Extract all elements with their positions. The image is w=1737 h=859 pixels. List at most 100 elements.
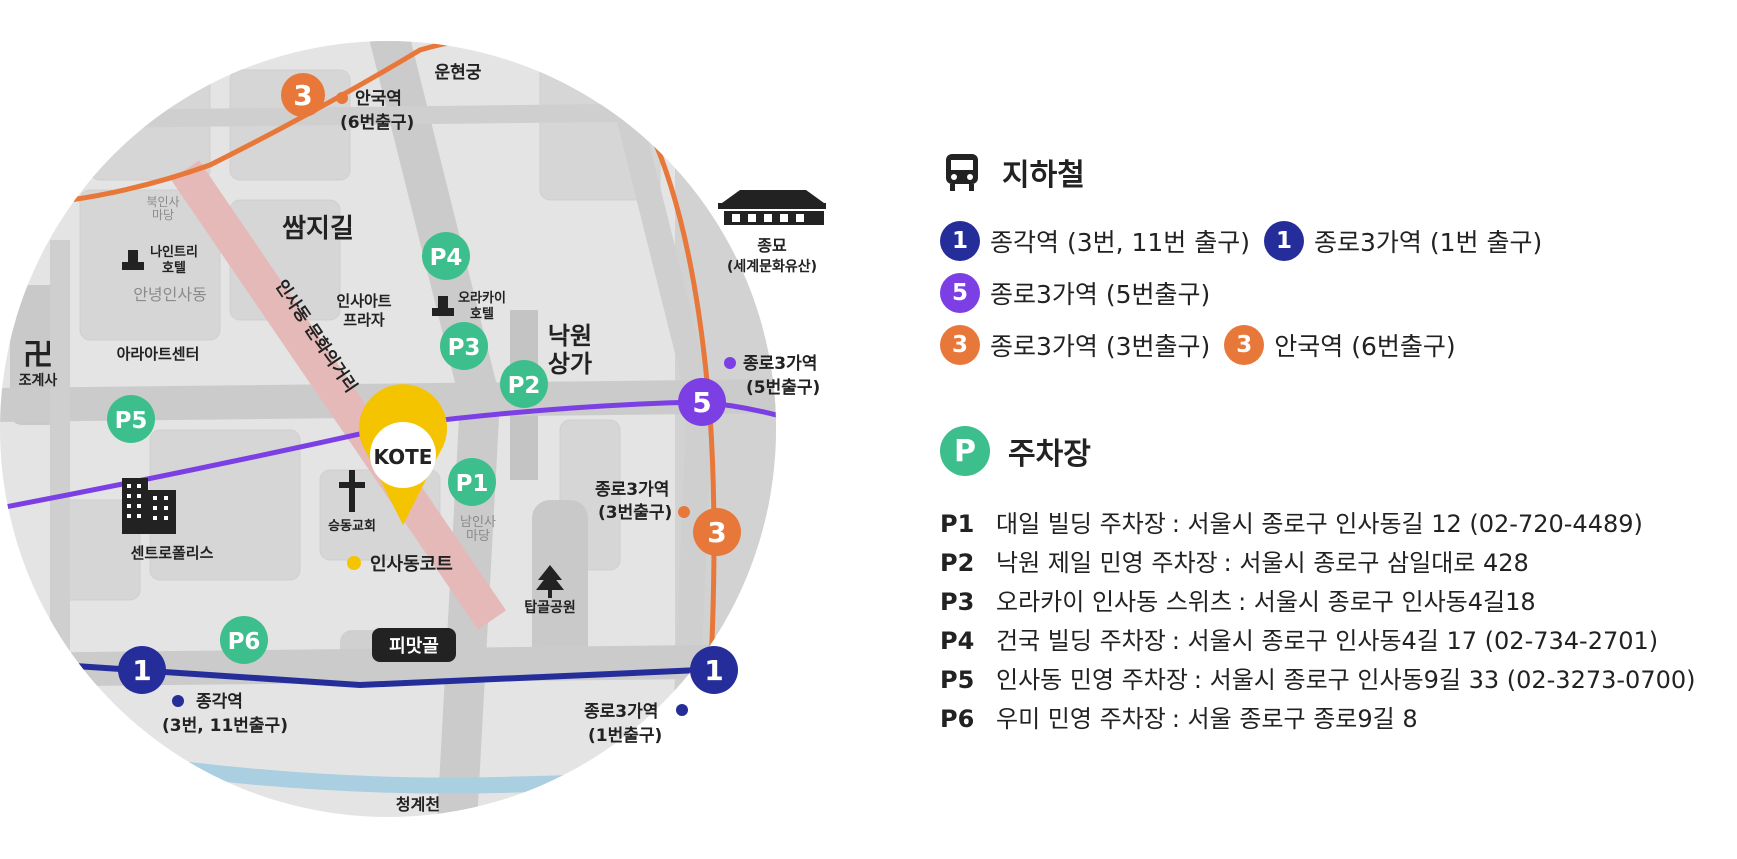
line-3-badge: 3: [1224, 325, 1265, 365]
kote-logo: KOTE: [374, 445, 433, 469]
place-insa-art-2: 프라자: [343, 311, 385, 329]
svg-text:3: 3: [293, 79, 312, 112]
station-label: 안국역: [355, 89, 402, 109]
church-icon: [339, 470, 365, 512]
bus-icon: [940, 150, 984, 194]
parking-address: : 서울시 종로구 삼일대로 428: [1223, 549, 1529, 577]
station-label: 종각역: [196, 692, 243, 712]
place-cheonggye: 청계천: [396, 795, 440, 814]
parking-name: 우미 민영 주차장: [996, 705, 1166, 733]
place-seungdong: 승동교회: [328, 518, 376, 534]
subway-section-title: 지하철: [940, 150, 1730, 194]
subway-item-label: 종로3가역 (3번출구): [990, 332, 1211, 361]
subway-item: 3 안국역 (6번출구): [1224, 325, 1456, 365]
parking-marker-p1[interactable]: P1: [448, 458, 496, 506]
kote-dot: [347, 556, 361, 570]
insadong-street-band: [170, 160, 507, 630]
place-namninsa: 남인사: [460, 515, 496, 530]
svg-text:P5: P5: [115, 408, 148, 434]
parking-address: : 서울시 종로구 인사동9길 33 (02-3273-0700): [1193, 666, 1696, 694]
jongmyo-icon: [718, 190, 826, 225]
parking-name: 오라카이 인사동 스위츠: [996, 588, 1233, 616]
parking-row: P2 낙원 제일 민영 주차장 : 서울시 종로구 삼일대로 428: [940, 543, 1730, 577]
svg-text:3: 3: [707, 516, 726, 549]
parking-row: P1 대일 빌딩 주차장 : 서울시 종로구 인사동길 12 (02-720-4…: [940, 504, 1730, 538]
line-1-track: [59, 662, 776, 689]
station-jonggak-marker[interactable]: 1: [118, 646, 166, 694]
place-okura-2: 호텔: [470, 307, 494, 322]
parking-address: : 서울 종로구 종로9길 8: [1171, 705, 1418, 733]
parking-code: P4: [940, 627, 975, 655]
station-jongno3ga-5-marker[interactable]: 5: [678, 378, 726, 426]
parking-code: P1: [940, 510, 975, 538]
parking-title: 주차장: [1008, 437, 1091, 472]
subway-title: 지하철: [1002, 158, 1085, 193]
svg-text:P3: P3: [448, 335, 481, 361]
svg-text:P1: P1: [456, 471, 489, 497]
place-unhyeongung: 운현궁: [435, 63, 482, 83]
parking-row: P3 오라카이 인사동 스위츠 : 서울시 종로구 인사동4길18: [940, 582, 1730, 616]
exit-dot: [172, 695, 184, 707]
place-insadong-court: 인사동코트: [370, 554, 453, 575]
subway-item-label: 종각역 (3번, 11번 출구): [990, 228, 1251, 257]
exit-dot: [336, 92, 348, 104]
parking-marker-p5[interactable]: P5: [107, 395, 155, 443]
svg-text:1: 1: [132, 654, 151, 687]
place-ssamziegil: 쌈지길: [282, 214, 354, 244]
parking-marker-p3[interactable]: P3: [440, 322, 488, 370]
place-jogyesa: 조계사: [19, 373, 58, 389]
place-jongmyo: 종묘: [757, 236, 787, 255]
line-1-badge: 1: [1264, 221, 1305, 261]
parking-marker-p4[interactable]: P4: [422, 232, 470, 280]
place-tapgol: 탑골공원: [524, 600, 576, 616]
exit-dot: [676, 704, 688, 716]
station-label: 종로3가역: [595, 480, 669, 500]
pimatgol-badge: 피맛골: [372, 628, 456, 662]
line-5-track: [0, 399, 776, 511]
parking-marker-p6[interactable]: P6: [220, 616, 268, 664]
station-exit-label: (5번출구): [746, 378, 820, 398]
line-5-badge: 5: [940, 273, 980, 313]
parking-row: P5 인사동 민영 주차장 : 서울시 종로구 인사동9길 33 (02-327…: [940, 660, 1730, 694]
subway-row-3: 3 종로3가역 (3번출구) 3 안국역 (6번출구): [940, 325, 1730, 365]
subway-item-label: 안국역 (6번출구): [1274, 332, 1456, 361]
station-jongno3ga-3-marker[interactable]: 3: [693, 508, 741, 556]
parking-section: P 주차장 P1 대일 빌딩 주차장 : 서울시 종로구 인사동길 12 (02…: [940, 426, 1730, 733]
parking-address: : 서울시 종로구 인사동4길18: [1238, 588, 1536, 616]
station-exit-label: (3번, 11번출구): [162, 716, 288, 736]
parking-name: 인사동 민영 주차장: [996, 666, 1188, 694]
jogyesa-icon: 卍: [23, 338, 53, 373]
station-exit-label: (3번출구): [598, 503, 672, 523]
station-label: 종로3가역: [584, 702, 658, 722]
place-nine-tree: 나인트리: [150, 244, 198, 260]
place-nine-tree-2: 호텔: [162, 261, 186, 276]
subway-item-label: 종로3가역 (1번 출구): [1314, 228, 1543, 257]
line-3-badge: 3: [940, 325, 980, 365]
station-anguk-marker[interactable]: 3: [281, 73, 325, 117]
place-bukinsa: 북인사: [146, 195, 179, 209]
parking-icon: P: [940, 426, 990, 476]
exit-dot: [678, 506, 690, 518]
kote-location-pin[interactable]: KOTE: [359, 384, 448, 525]
parking-marker-p2[interactable]: P2: [500, 360, 548, 408]
subway-item: 5 종로3가역 (5번출구): [940, 273, 1210, 313]
hotel-icon: [432, 296, 454, 316]
parking-section-title: P 주차장: [940, 426, 1730, 476]
parking-code: P3: [940, 588, 975, 616]
subway-item: 3 종로3가역 (3번출구): [940, 325, 1210, 365]
legend-panel: 지하철 1 종각역 (3번, 11번 출구) 1 종로3가역 (1번 출구) 5…: [940, 150, 1730, 738]
place-nakwon-1: 낙원: [548, 322, 592, 350]
station-exit-label: (6번출구): [340, 113, 414, 133]
station-exit-label: (1번출구): [588, 726, 662, 746]
svg-text:P2: P2: [508, 373, 541, 399]
place-nakwon-2: 상가: [548, 350, 592, 378]
svg-text:1: 1: [704, 654, 723, 687]
line-1-badge: 1: [940, 221, 980, 261]
parking-row: P4 건국 빌딩 주차장 : 서울시 종로구 인사동4길 17 (02-734-…: [940, 621, 1730, 655]
station-jongno3ga-1-marker[interactable]: 1: [690, 646, 738, 694]
parking-address: : 서울시 종로구 인사동4길 17 (02-734-2701): [1171, 627, 1659, 655]
hotel-icon: [122, 250, 144, 270]
parking-name: 건국 빌딩 주차장: [996, 627, 1166, 655]
parking-code: P6: [940, 705, 975, 733]
station-label: 종로3가역: [743, 354, 817, 374]
